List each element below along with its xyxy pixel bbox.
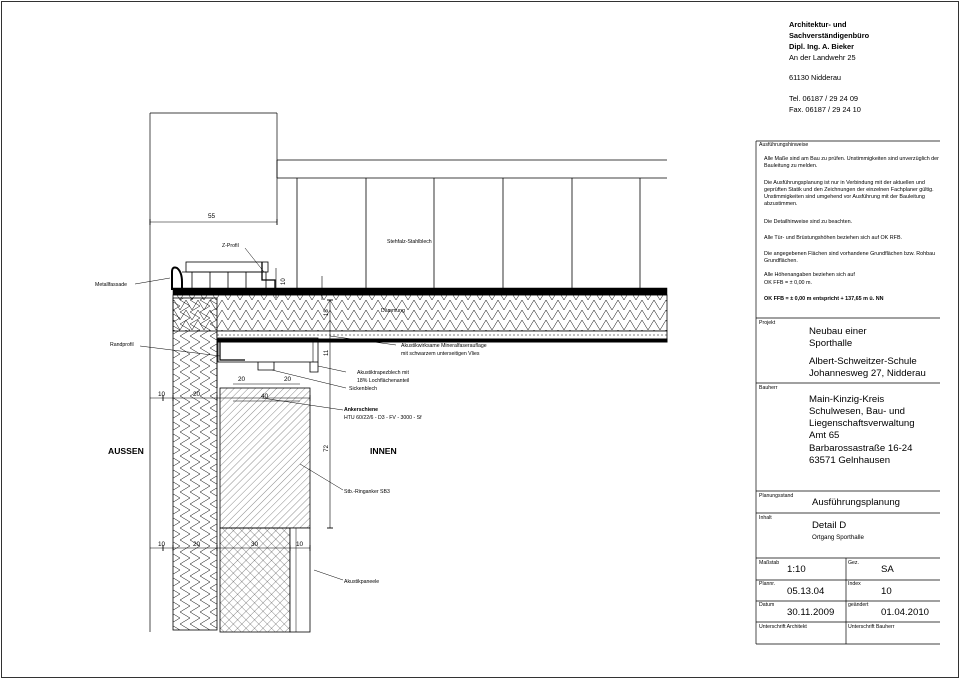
label-sickenblech: Sickenblech [349, 386, 377, 392]
dim-10-right: 10 [296, 541, 304, 548]
gez-label: Gez. [848, 560, 859, 566]
dim-40: 40 [261, 393, 269, 400]
dim-10-mid: 10 [158, 391, 166, 398]
office-name-1: Architektur- und [789, 20, 847, 29]
dim-72: 72 [323, 444, 330, 452]
office-city: 61130 Nidderau [789, 73, 842, 82]
gez-value: SA [881, 564, 894, 575]
dim-20-mid: 20 [193, 391, 201, 398]
label-ankerschiene-1: Ankerschiene [344, 407, 378, 413]
notes-p6a: Alle Höhenangaben beziehen sich auf [764, 272, 855, 278]
dim-20-a: 20 [238, 376, 246, 383]
massstab-label: Maßstab [759, 560, 780, 566]
datum-label: Datum [759, 602, 775, 608]
label-metallfassade: Metallfassade [95, 282, 127, 288]
label-stehfalz: Stehfalz-Stahlblech [387, 239, 432, 245]
notes-p3: Die Detailhinweise sind zu beachten. [764, 219, 853, 225]
dim-10-low: 10 [158, 541, 166, 548]
title-block-frame [755, 140, 940, 645]
outer-wall [149, 112, 311, 633]
dim-30: 30 [251, 541, 259, 548]
planungsstand-label: Planungsstand [759, 493, 794, 499]
dim-55: 55 [208, 213, 216, 220]
notes-p6b: OK FFB = ± 0,00 m. [764, 280, 813, 286]
projekt-label: Projekt [759, 320, 776, 326]
bauherr-line-1: Main-Kinzig-Kreis [809, 394, 885, 405]
projekt-line-1: Neubau einer [809, 326, 867, 337]
leader-lines [134, 247, 397, 581]
bauherr-line-3: Liegenschaftsverwaltung [809, 418, 915, 429]
dimension-lines [149, 219, 333, 551]
dim-5: 5 [324, 288, 330, 292]
signature-architekt: Unterschrift Architekt [759, 624, 807, 630]
inhalt-title: Detail D [812, 520, 847, 531]
notes-p5: Die angegebenen Flächen sind vorhandene … [764, 251, 936, 265]
label-ringanker: Stb.-Ringanker SB3 [344, 489, 390, 495]
label-daemmung: Dämmung [381, 308, 405, 314]
signature-bauherr: Unterschrift Bauherr [848, 624, 895, 630]
label-z-profil: Z-Profil [222, 243, 239, 249]
notes-p2: Die Ausführungsplanung ist nur in Verbin… [764, 180, 934, 208]
massstab-value: 1:10 [787, 564, 806, 575]
label-akustik-mineral-1: Akustikwirksame Mineralfaserauflage [401, 343, 487, 349]
label-akustiktrapez-1: Akustiktrapezblech mit [357, 370, 409, 376]
bauherr-line-5: Barbarossastraße 16-24 [809, 443, 913, 454]
label-randprofil: Randprofil [110, 342, 134, 348]
geaendert-label: geändert [848, 602, 869, 608]
bauherr-line-2: Schulwesen, Bau- und [809, 406, 905, 417]
notes-p7: OK FFB = ± 0,00 m entspricht + 137,65 m … [764, 296, 884, 302]
office-name-3: Dipl. Ing. A. Bieker [789, 42, 855, 51]
notes-heading: Ausführungshinweise [759, 142, 809, 148]
dim-10-top: 10 [281, 278, 287, 285]
label-ankerschiene-2: HTU 60/22/6 - D3 - FV - 3000 - Sf [344, 415, 422, 421]
inhalt-subtitle: Ortgang Sporthalle [812, 534, 864, 541]
projekt-line-3: Albert-Schweitzer-Schule [809, 356, 917, 367]
dim-20-b: 20 [284, 376, 292, 383]
label-innen: INNEN [370, 446, 397, 456]
dim-18: 18 [324, 309, 330, 316]
office-fax: Fax. 06187 / 29 24 10 [789, 105, 861, 114]
projekt-line-4: Johannesweg 27, Nidderau [809, 368, 926, 379]
dim-11: 11 [324, 349, 330, 356]
bauherr-label: Bauherr [759, 385, 778, 391]
notes-p1: Alle Maße sind am Bau zu prüfen. Unstimm… [764, 156, 939, 170]
inhalt-label: Inhalt [759, 515, 772, 521]
label-akustik-mineral-2: mit schwarzem unterseitigen Vlies [401, 351, 480, 357]
label-aussen: AUSSEN [108, 446, 144, 456]
plannr-value: 05.13.04 [787, 586, 825, 597]
office-street: An der Landwehr 25 [789, 53, 856, 62]
plannr-label: Plannr. [759, 581, 776, 587]
datum-value: 30.11.2009 [787, 607, 835, 618]
index-label: Index [848, 581, 861, 587]
label-akustikpaneele: Akustikpaneele [344, 579, 379, 585]
label-akustiktrapez-2: 18% Lochflächenanteil [357, 378, 409, 384]
bauherr-line-4: Amt 65 [809, 430, 840, 441]
dim-20-low: 20 [193, 541, 201, 548]
office-tel: Tel. 06187 / 29 24 09 [789, 94, 859, 103]
index-value: 10 [881, 586, 892, 597]
projekt-line-2: Sporthalle [809, 338, 853, 349]
geaendert-value: 01.04.2010 [881, 607, 930, 618]
bauherr-line-6: 63571 Gelnhausen [809, 455, 891, 466]
notes-p4: Alle Tür- und Brüstungshöhen beziehen si… [764, 235, 903, 241]
roof-buildup [171, 159, 668, 388]
office-name-2: Sachverständigenbüro [789, 31, 870, 40]
planungsstand-value: Ausführungsplanung [812, 497, 901, 508]
